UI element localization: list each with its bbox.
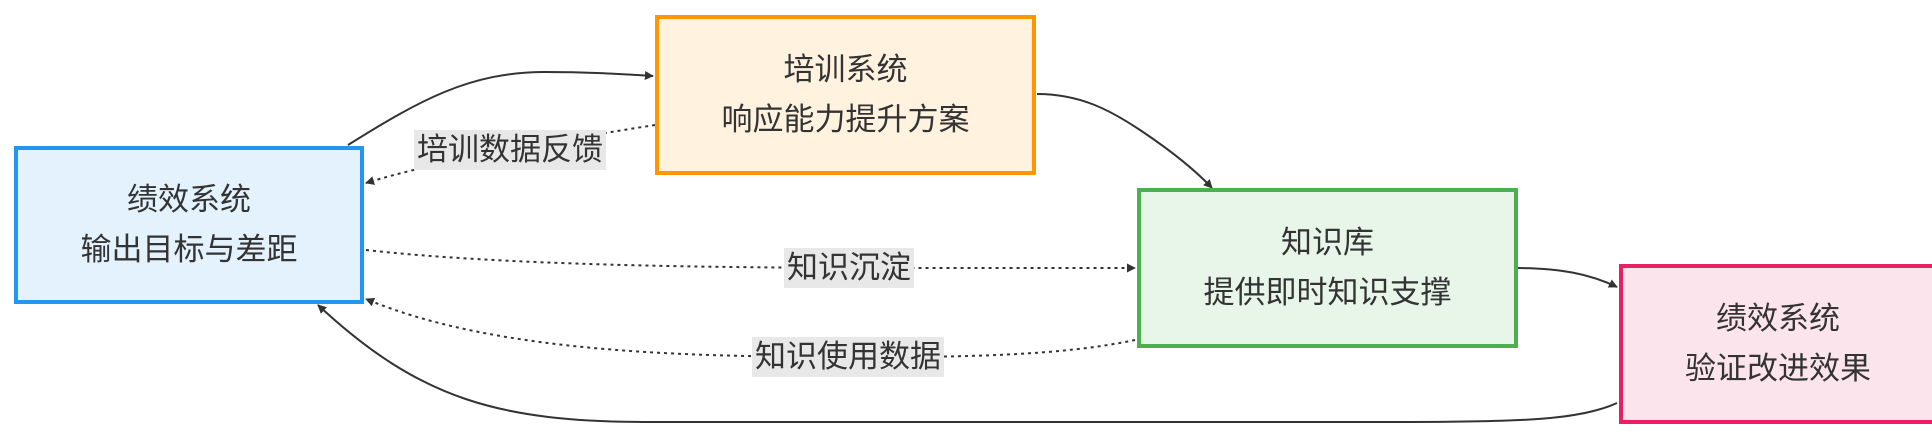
edge-training-to-knowledge (1036, 93, 1213, 189)
edge-verify-to-perf (317, 304, 1618, 423)
node-performance-source-line2: 输出目标与差距 (80, 232, 298, 268)
node-performance-verify-line1: 绩效系统 (1716, 301, 1840, 337)
node-performance-source: 绩效系统 输出目标与差距 (14, 146, 364, 304)
edge-perf-to-training (347, 70, 654, 146)
edge-knowledge-deposit (365, 249, 1136, 273)
edge-label-knowledge-deposit: 知识沉淀 (784, 248, 914, 288)
node-training-system-line1: 培训系统 (783, 52, 908, 88)
edge-label-knowledge-usage: 知识使用数据 (752, 337, 944, 377)
node-knowledge-base-line2: 提供即时知识支撑 (1203, 275, 1452, 311)
node-performance-source-line1: 绩效系统 (127, 182, 251, 218)
edge-label-training-feedback: 培训数据反馈 (414, 130, 606, 170)
node-training-system-line2: 响应能力提升方案 (721, 102, 970, 138)
node-knowledge-base: 知识库 提供即时知识支撑 (1137, 188, 1518, 348)
node-knowledge-base-line1: 知识库 (1281, 225, 1374, 261)
node-training-system: 培训系统 响应能力提升方案 (655, 15, 1036, 175)
edge-knowledge-usage (365, 297, 1136, 359)
node-performance-verify-line2: 验证改进效果 (1685, 351, 1871, 387)
node-performance-verify: 绩效系统 验证改进效果 (1619, 264, 1932, 424)
edge-knowledge-to-verify (1515, 267, 1618, 288)
